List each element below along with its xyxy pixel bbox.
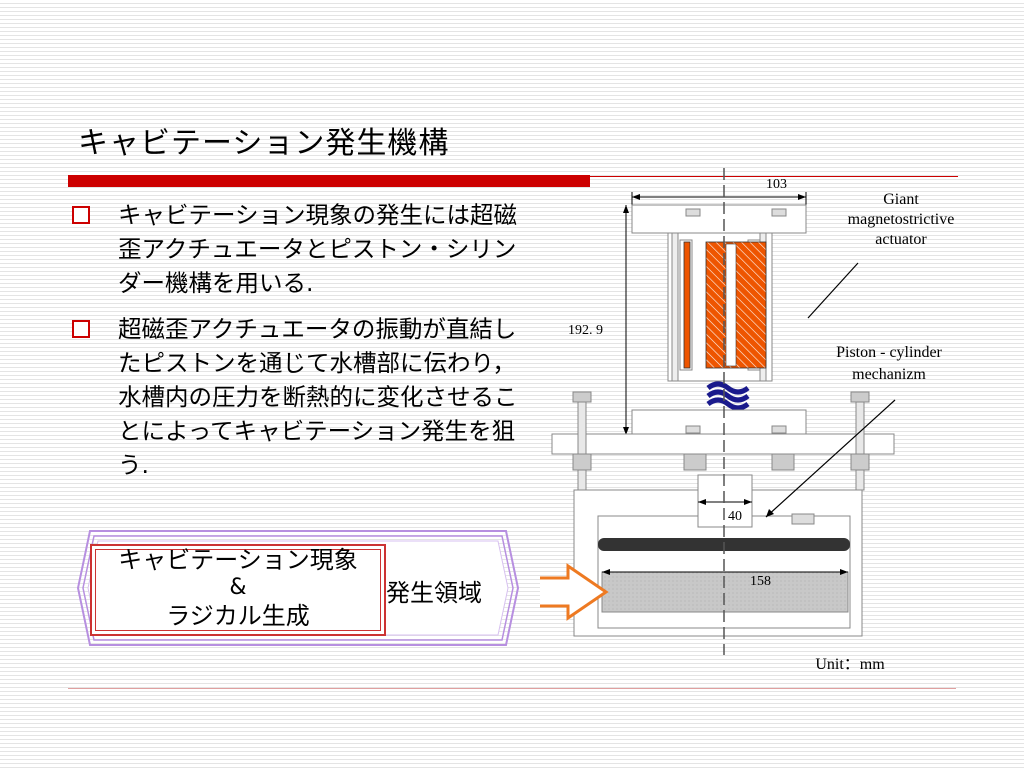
bullet-text-2: 超磁歪アクチュエータの振動が直結したピストンを通じて水槽部に伝わり，水槽内の圧力…	[118, 315, 518, 479]
bullet-square-icon	[72, 320, 90, 338]
apparatus-diagram: 103 192. 9 40 158 Giant magnetostrictive…	[540, 160, 1000, 680]
highlight-line-2: &	[229, 575, 247, 600]
bullet-square-icon	[72, 206, 90, 224]
dim-piston: 40	[728, 509, 742, 524]
bullet-item-1: キャビテーション現象の発生には超磁歪アクチュエータとピストン・シリンダー機構を用…	[72, 198, 518, 300]
highlight-line-3: ラジカル生成	[166, 602, 310, 630]
dim-tank: 158	[750, 574, 771, 589]
slide-title: キャビテーション発生機構	[78, 126, 450, 161]
footer-line	[68, 688, 956, 689]
highlight-box: キャビテーション現象 & ラジカル生成	[90, 544, 386, 636]
dim-height: 192. 9	[568, 323, 603, 338]
bullet-text-1: キャビテーション現象の発生には超磁歪アクチュエータとピストン・シリンダー機構を用…	[118, 201, 518, 297]
dim-top-width: 103	[766, 177, 787, 192]
highlight-line-1: キャビテーション現象	[118, 546, 358, 574]
label-actuator: Giant magnetostrictive actuator	[847, 191, 955, 248]
label-unit: Unit：mm	[815, 656, 885, 673]
bullet-item-2: 超磁歪アクチュエータの振動が直結したピストンを通じて水槽部に伝わり，水槽内の圧力…	[72, 312, 518, 482]
label-piston: Piston - cylinder mechanizm	[836, 344, 942, 383]
region-label: 発生領域	[386, 579, 482, 607]
title-thin-line	[590, 176, 958, 177]
title-red-bar	[68, 175, 590, 187]
